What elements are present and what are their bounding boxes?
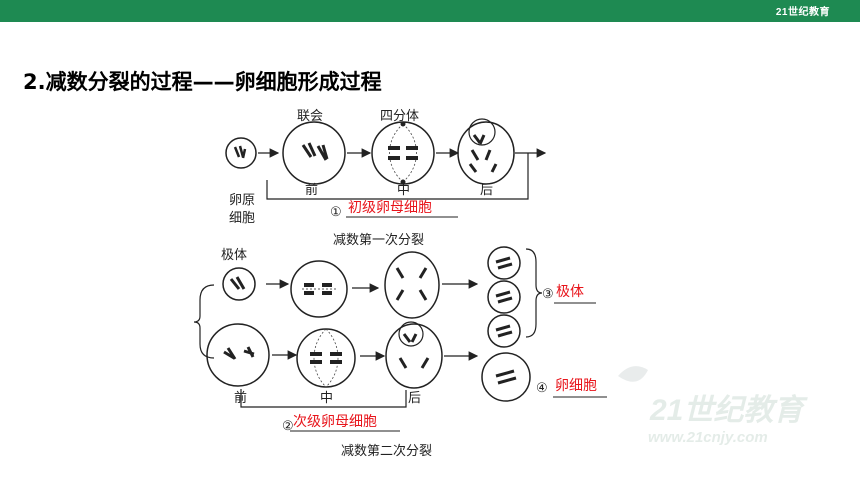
- chromosome-icon: [395, 267, 428, 301]
- brace-left: [193, 284, 215, 359]
- watermark-text: 21世纪教育: [649, 393, 808, 427]
- watermark-url: www.21cnjy.com: [648, 429, 768, 446]
- answer-primary-oocyte: 初级卵母细胞: [348, 199, 432, 216]
- chromosome-icon: [223, 346, 255, 360]
- num-3: ③: [542, 287, 554, 302]
- bracket-line: [240, 389, 407, 408]
- stage-anaphase2: 后: [408, 391, 421, 406]
- watermark-logo-icon: [618, 366, 648, 382]
- polar-bulge: [468, 118, 496, 146]
- cell-polar-metaphase2: [290, 260, 348, 318]
- chromosome-icon: [495, 369, 517, 385]
- cell-prophase1: [282, 121, 346, 185]
- chromosome-icon: [495, 256, 513, 270]
- polar-body-result-3: [487, 314, 521, 348]
- cell-oocyte-metaphase2: [296, 328, 356, 388]
- header-bar: 21世纪教育: [0, 0, 860, 22]
- egg-cell: [481, 352, 531, 402]
- label-oogonium-1: 卵原: [229, 193, 255, 208]
- answer-egg: 卵细胞: [555, 378, 597, 394]
- polar-body-result-2: [487, 280, 521, 314]
- stage-prophase2: 前: [234, 390, 247, 406]
- cell-oocyte-anaphase2: [385, 323, 443, 389]
- stage-metaphase1: 中: [397, 183, 410, 198]
- polar-body-cell: [222, 267, 256, 301]
- stage-metaphase2: 中: [320, 391, 333, 406]
- label-oogonium-2: 细胞: [229, 211, 255, 226]
- chromosome-icon: [233, 145, 247, 159]
- chromosome-icon: [495, 324, 513, 338]
- cell-polar-anaphase2: [384, 251, 440, 319]
- chromosome-icon: [304, 283, 332, 295]
- chromosome-icon: [468, 163, 498, 173]
- num-4: ④: [536, 381, 548, 396]
- chromosome-icon: [495, 290, 513, 304]
- centriole-icon: [400, 121, 406, 127]
- page-title: 2.减数分裂的过程——卵细胞形成过程: [23, 70, 382, 94]
- label-jiti: 极体: [221, 248, 247, 263]
- spindle: [313, 328, 339, 388]
- secondary-oocyte-cell: [206, 323, 270, 387]
- oogonium-cell: [225, 137, 257, 169]
- chromosome-icon: [310, 352, 342, 364]
- chromosome-icon: [229, 276, 246, 290]
- spindle: [389, 123, 417, 183]
- polar-bulge: [398, 321, 424, 347]
- cell-anaphase1: [457, 121, 515, 185]
- chromosome-icon: [398, 333, 430, 369]
- brand-logo: 21世纪教育: [775, 7, 830, 18]
- bracket-line: [266, 153, 529, 200]
- caption-meiosis1: 减数第一次分裂: [333, 232, 424, 248]
- chromosome-icon: [388, 146, 418, 160]
- meiosis1-group: 联会 四分体 前 中 后 卵原 细胞 ① 初级卵母细胞 减数第一次分裂: [225, 109, 547, 248]
- num-2: ②: [282, 419, 294, 434]
- chromosome-icon: [470, 134, 492, 161]
- caption-meiosis2: 减数第二次分裂: [341, 443, 432, 459]
- label-sifenti: 四分体: [380, 109, 419, 124]
- brace-right: [525, 248, 543, 338]
- stage-prophase1: 前: [305, 182, 318, 198]
- watermark: 21世纪教育 www.21cnjy.com: [618, 366, 808, 446]
- answer-secondary-oocyte: 次级卵母细胞: [293, 414, 377, 430]
- polar-body-result-1: [487, 246, 521, 280]
- label-lianhui: 联会: [297, 109, 323, 124]
- centriole-icon: [400, 179, 406, 185]
- stage-anaphase1: 后: [480, 183, 493, 198]
- cell-metaphase1: [371, 121, 435, 185]
- answer-polar-body: 极体: [556, 284, 584, 300]
- tetrad-icon: [301, 142, 329, 161]
- meiosis2-group: 极体: [193, 246, 607, 459]
- num-1: ①: [330, 205, 342, 220]
